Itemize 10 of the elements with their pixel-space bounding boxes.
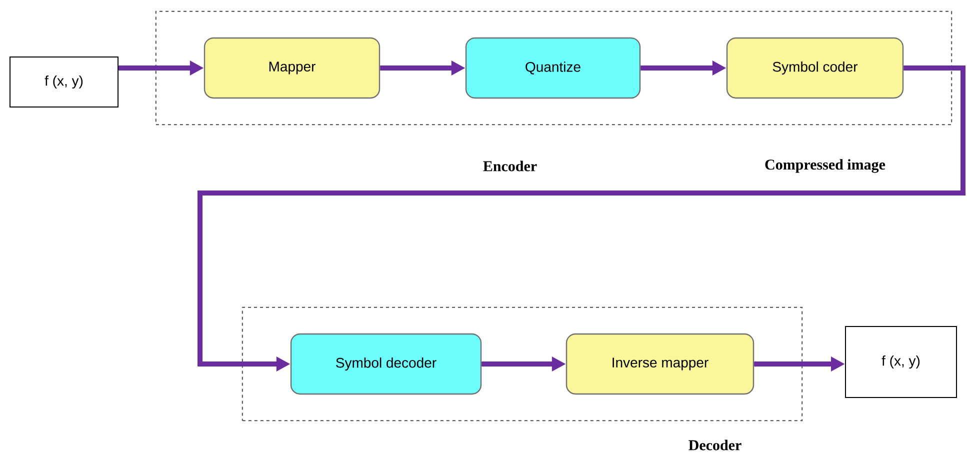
group-label: Decoder [688,440,742,450]
edge-label: Compressed image [764,158,886,174]
signal-box: f (x, y) [845,326,957,398]
process-box: Mapper [204,37,380,99]
process-box: Inverse mapper [566,333,754,395]
signal-box: f (x, y) [10,56,119,108]
process-box: Quantize [465,37,641,99]
group-label: Encoder [483,160,537,172]
process-box: Symbol coder [726,37,904,99]
process-box: Symbol decoder [290,333,482,395]
